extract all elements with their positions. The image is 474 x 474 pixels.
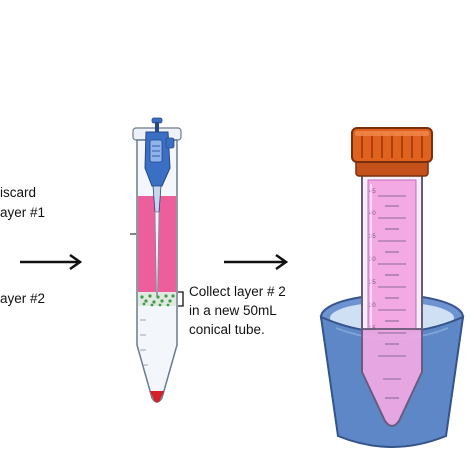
collect-label-line1: Collect layer # 2 [189,284,286,299]
discard-label-line1: iscard [0,185,36,200]
pipette-icon [144,117,175,297]
arrow-right-icon [224,253,289,271]
collect-label-line3: conical tube. [189,322,265,337]
cells-dots [140,294,175,307]
discard-label-line2: ayer #1 [0,205,45,220]
grad-20: 20 [369,303,376,309]
layer2-label: ayer #2 [0,291,45,306]
grad-40: 40 [369,211,376,217]
grad-45: 45 [369,189,376,195]
arrow-right-icon [20,253,83,271]
collect-label-line2: in a new 50mL [189,303,277,318]
grad-35: 35 [369,234,376,240]
layer-bracket [178,291,184,307]
pellet [150,391,164,403]
grad-30: 30 [369,257,376,263]
grad-25: 25 [369,280,376,286]
conical-cap [351,127,433,177]
conical-tube-lower [361,328,423,427]
